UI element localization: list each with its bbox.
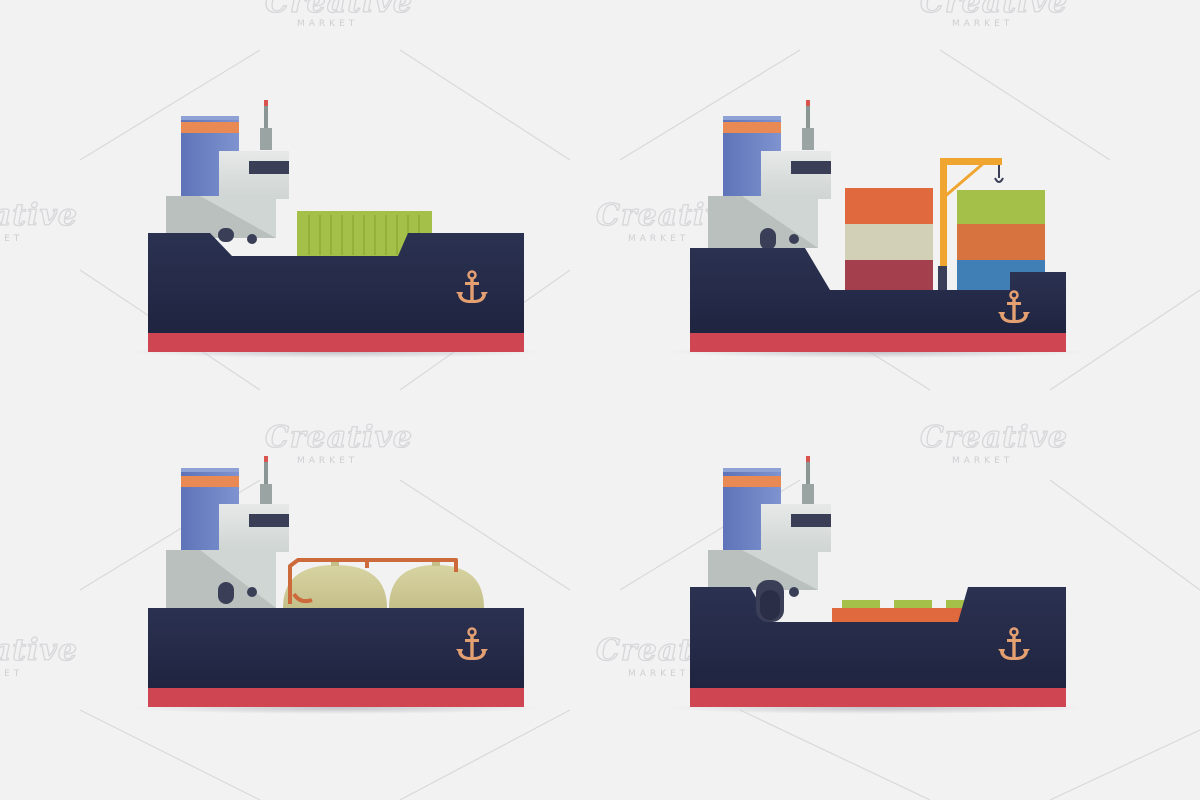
- watermark-sub: MARKET: [297, 456, 358, 466]
- watermark-sub: MARKET: [628, 234, 689, 244]
- watermark-sub: MARKET: [952, 19, 1013, 29]
- watermark-sub: MARKET: [297, 19, 358, 29]
- watermark-word: Creative: [265, 0, 413, 20]
- watermark-sub: MARKET: [0, 234, 23, 244]
- container-ship-icon: [131, 100, 541, 358]
- watermark-word: Creative: [920, 0, 1068, 20]
- lng-tanker-ship-icon: [131, 456, 541, 714]
- watermark-word: Creative: [920, 420, 1068, 455]
- cargo-crane-ship-icon: [667, 100, 1087, 358]
- watermark-word: Creative: [0, 633, 78, 668]
- watermark-sub: MARKET: [628, 669, 689, 679]
- bulk-carrier-ship-icon: [667, 456, 1087, 714]
- watermark-sub: MARKET: [0, 669, 23, 679]
- watermark-word: Creative: [265, 420, 413, 455]
- watermark-word: Creative: [0, 198, 78, 233]
- watermark-sub: MARKET: [952, 456, 1013, 466]
